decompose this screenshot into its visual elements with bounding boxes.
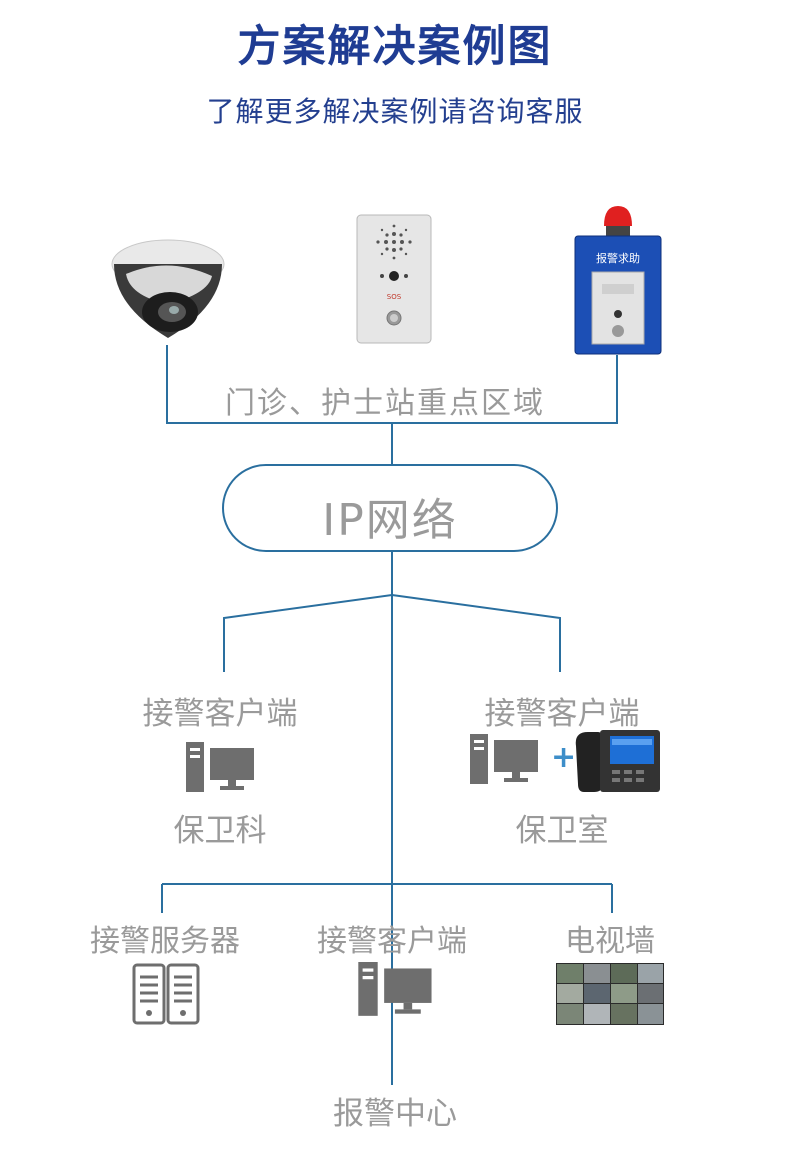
branch-left	[223, 594, 393, 672]
alarm-box-link	[392, 355, 618, 424]
zone-label: 门诊、护士站重点区域	[225, 386, 545, 421]
server-icon	[132, 963, 200, 1025]
ip-network-label: IP网络	[322, 495, 458, 546]
computer-icon	[470, 734, 538, 784]
alarm-client-left-label: 接警客户端	[142, 696, 298, 732]
video-wall-label: 电视墙	[565, 924, 655, 959]
alarm-box-label: 报警求助	[596, 251, 640, 265]
plus-sign: +	[551, 740, 577, 775]
security-office-label: 保卫科	[173, 813, 267, 849]
security-room-label: 保卫室	[515, 813, 609, 849]
ip-network-node	[222, 464, 558, 552]
computer-icon	[358, 962, 432, 1016]
branch-right	[391, 594, 561, 672]
alarm-center-label: 报警中心	[333, 1096, 457, 1132]
dome-camera-icon	[111, 239, 225, 338]
alarm-server-label: 接警服务器	[90, 924, 240, 959]
alarm-client-center-label: 接警客户端	[317, 924, 467, 959]
intercom-sos-text: SOS	[387, 293, 402, 301]
alarm-box-icon: 报警求助	[574, 206, 662, 355]
page-title: 方案解决案例图	[237, 22, 553, 72]
alarm-client-right-label: 接警客户端	[484, 696, 640, 732]
computer-icon	[186, 742, 254, 792]
ip-phone-icon	[575, 730, 660, 792]
video-wall-icon	[556, 963, 664, 1025]
camera-link	[166, 345, 392, 424]
page-subtitle: 了解更多解决案例请咨询客服	[206, 95, 584, 128]
intercom-panel-icon: SOS	[356, 214, 432, 344]
